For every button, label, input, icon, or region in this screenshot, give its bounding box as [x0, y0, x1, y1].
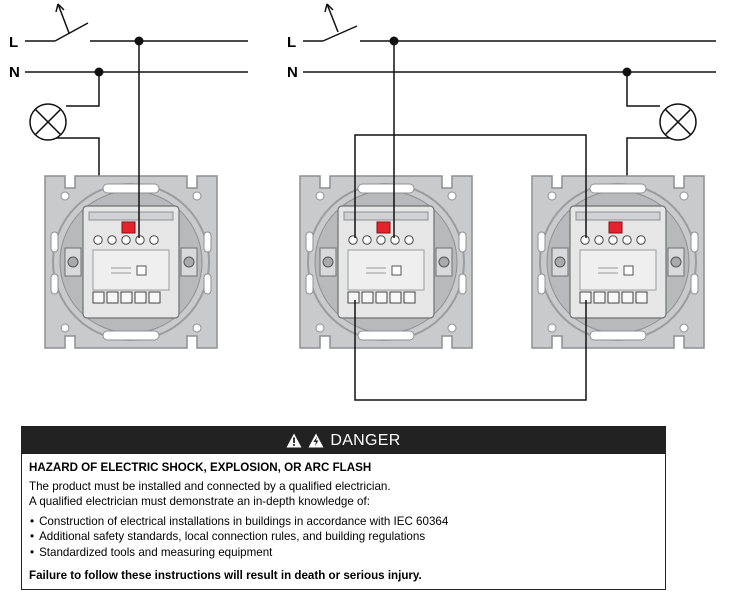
list-item: Standardized tools and measuring equipme… — [29, 545, 658, 561]
neutral-label: N — [287, 64, 298, 81]
danger-header: DANGER — [22, 427, 665, 454]
switch-device-left — [44, 175, 218, 349]
warning-triangle-icon — [308, 433, 324, 448]
intro-line: A qualified electrician must demonstrate… — [29, 495, 370, 508]
lamp-symbol-right — [659, 103, 697, 141]
main-switch-symbol — [25, 3, 248, 42]
line-label: L — [9, 34, 18, 51]
lamp-symbol-left — [29, 103, 67, 141]
intro-line: The product must be installed and connec… — [29, 479, 391, 493]
neutral-to-lamp-wire — [626, 72, 660, 107]
danger-notice: DANGER HAZARD OF ELECTRIC SHOCK, EXPLOSI… — [21, 426, 666, 590]
danger-title: DANGER — [330, 431, 401, 449]
main-switch-symbol — [303, 3, 716, 42]
switch-device-center — [299, 175, 473, 349]
neutral-to-lamp-wire — [66, 72, 100, 107]
traveler-wire-upper — [354, 134, 587, 238]
right-circuit: L N — [287, 3, 716, 401]
left-circuit: L N — [9, 3, 248, 349]
warning-triangle-icon — [286, 433, 302, 448]
switch-device-right — [531, 175, 705, 349]
line-label: L — [287, 34, 296, 51]
failure-warning: Failure to follow these instructions wil… — [29, 569, 422, 582]
list-item: Construction of electrical installations… — [29, 514, 658, 530]
traveler-wire-lower — [354, 300, 587, 401]
neutral-label: N — [9, 64, 20, 81]
danger-body: HAZARD OF ELECTRIC SHOCK, EXPLOSION, OR … — [22, 454, 665, 584]
wiring-diagram: L N L N — [9, 3, 716, 401]
hazard-heading: HAZARD OF ELECTRIC SHOCK, EXPLOSION, OR … — [29, 461, 372, 474]
list-item: Additional safety standards, local conne… — [29, 529, 658, 545]
requirements-list: Construction of electrical installations… — [29, 514, 658, 561]
